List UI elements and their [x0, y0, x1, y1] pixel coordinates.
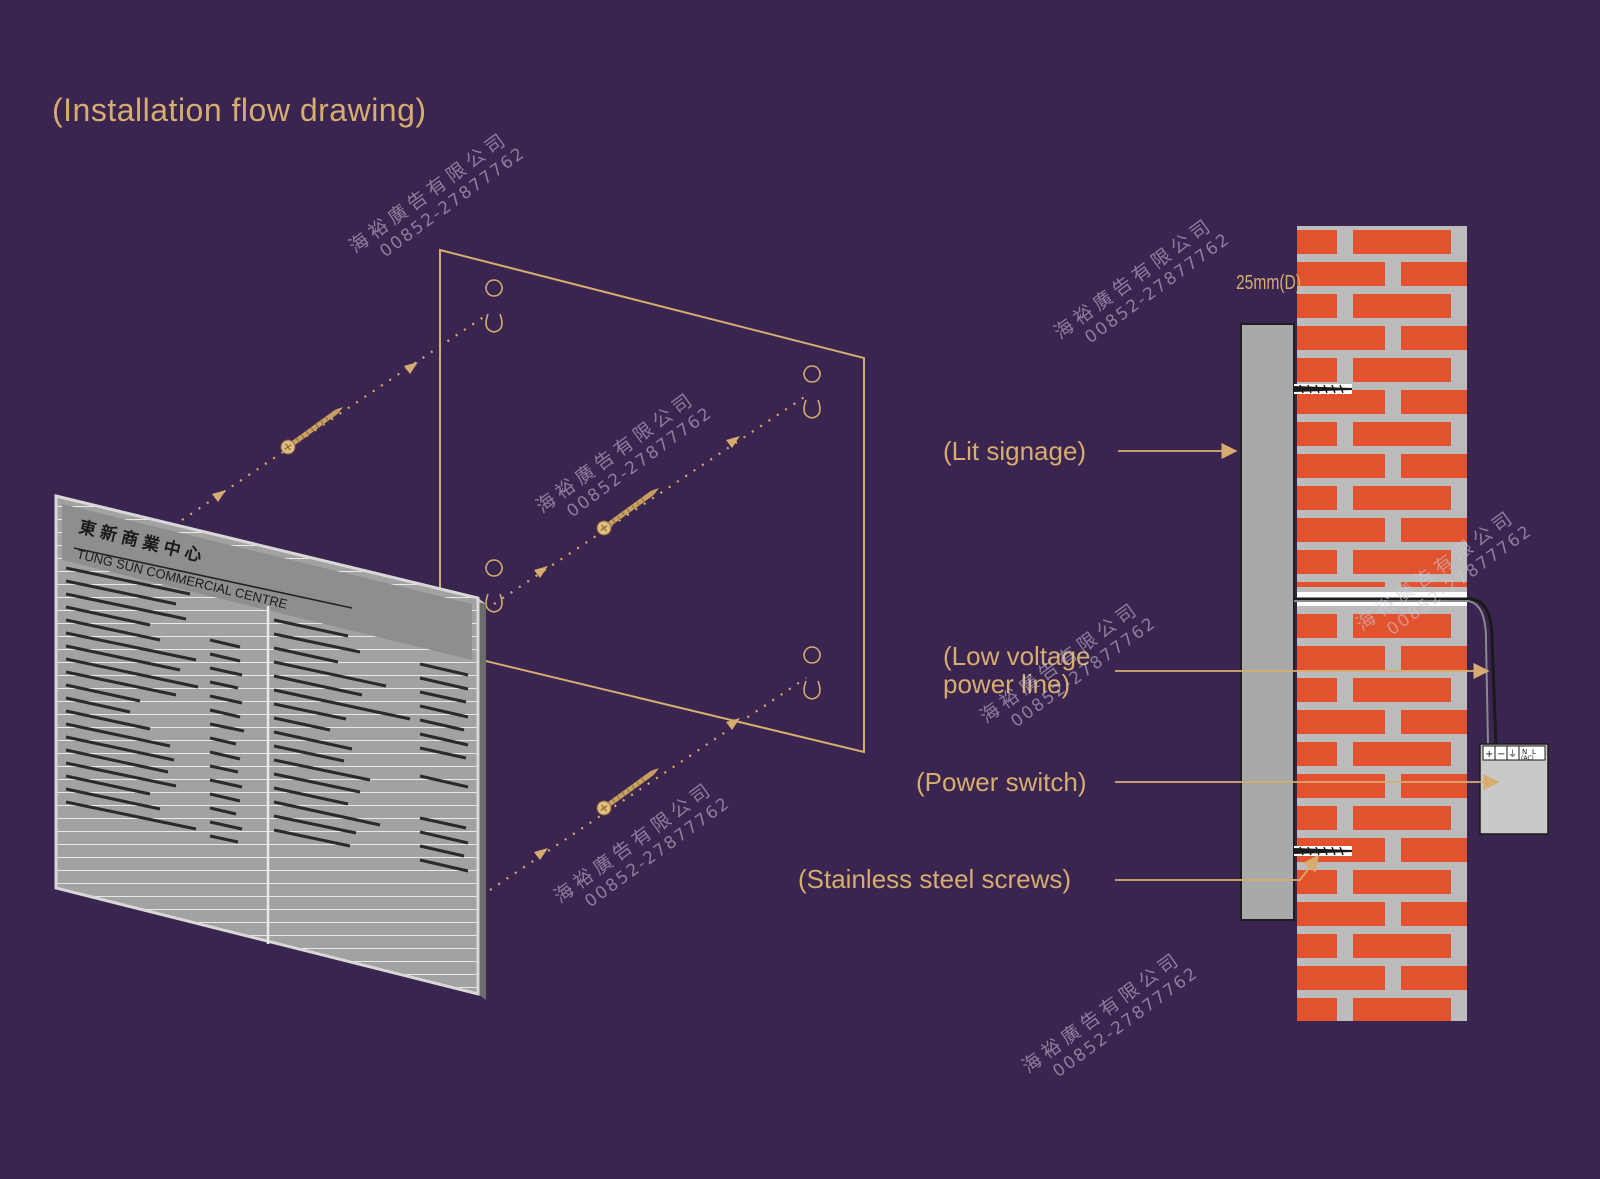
lit-signage-panel [1240, 323, 1295, 921]
lit-signage-label: (Lit signage) [943, 436, 1087, 466]
wall-screw-icon [1294, 384, 1352, 856]
keyhole-slot-icon [485, 279, 821, 700]
switch-plus-label: + [1485, 749, 1493, 760]
power-switch-label: (Power switch) [916, 767, 1087, 797]
guide-arrow-icon [212, 362, 740, 860]
depth-dimension-label: 25mm(D) [1236, 272, 1302, 294]
power-switch-box: + − ⏚ N L (AC) [1479, 743, 1549, 835]
leader-lines [1115, 442, 1500, 881]
switch-minus-label: − [1497, 749, 1505, 760]
stainless-screws-label: (Stainless steel screws) [798, 864, 1072, 894]
page-title: (Installation flow drawing) [52, 92, 427, 128]
switch-n-label: N [1522, 748, 1527, 756]
low-voltage-label-line2: power line) [943, 669, 1071, 699]
mounting-template-outline [439, 248, 865, 754]
switch-ac-label: (AC) [1521, 755, 1534, 762]
installation-guide-lines [181, 315, 807, 891]
earth-icon: ⏚ [1508, 749, 1517, 760]
switch-l-label: L [1532, 748, 1536, 756]
directory-sign: 東 新 商 業 中 心 TUNG SUN COMMERCIAL CENTRE [54, 494, 486, 1000]
power-cable [1294, 597, 1498, 745]
low-voltage-label-line1: (Low voltage [943, 641, 1091, 671]
brick-wall [1297, 226, 1467, 1021]
screw-icon [280, 407, 660, 816]
